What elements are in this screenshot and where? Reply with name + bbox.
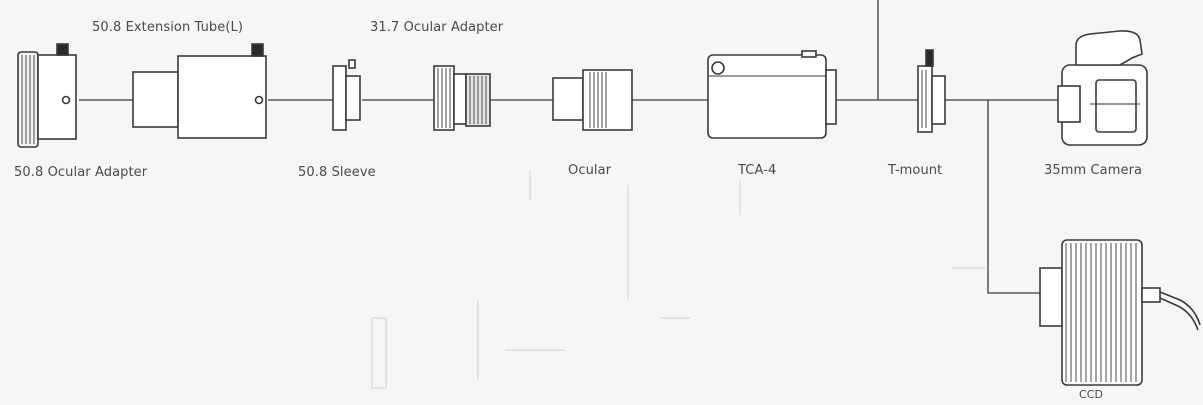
tca4-label: TCA-4 [738,163,777,178]
extension-tube-drawing [132,43,267,139]
tca4-drawing [707,50,837,139]
ocular-drawing [552,69,633,131]
sleeve-label: 50.8 Sleeve [298,165,376,180]
extension-tube-label: 50.8 Extension Tube(L) [92,20,244,35]
ocular-adapter-31-label: 31.7 Ocular Adapter [370,20,504,35]
ocular-label: Ocular [568,163,612,178]
sleeve-drawing [332,59,361,131]
ocular-adapter-50-drawing [17,43,77,148]
camera-drawing [1057,30,1148,146]
tmount-drawing [917,49,946,133]
connection-lines [79,0,1058,294]
ccd-label: CCD [1079,388,1104,401]
tmount-label: T-mount [888,163,943,178]
background-ghost-lines [371,170,985,389]
ccd-drawing [1039,239,1201,386]
ocular-adapter-31-drawing [433,65,491,131]
camera-label: 35mm Camera [1044,163,1143,178]
ocular-adapter-50-label: 50.8 Ocular Adapter [14,165,148,180]
